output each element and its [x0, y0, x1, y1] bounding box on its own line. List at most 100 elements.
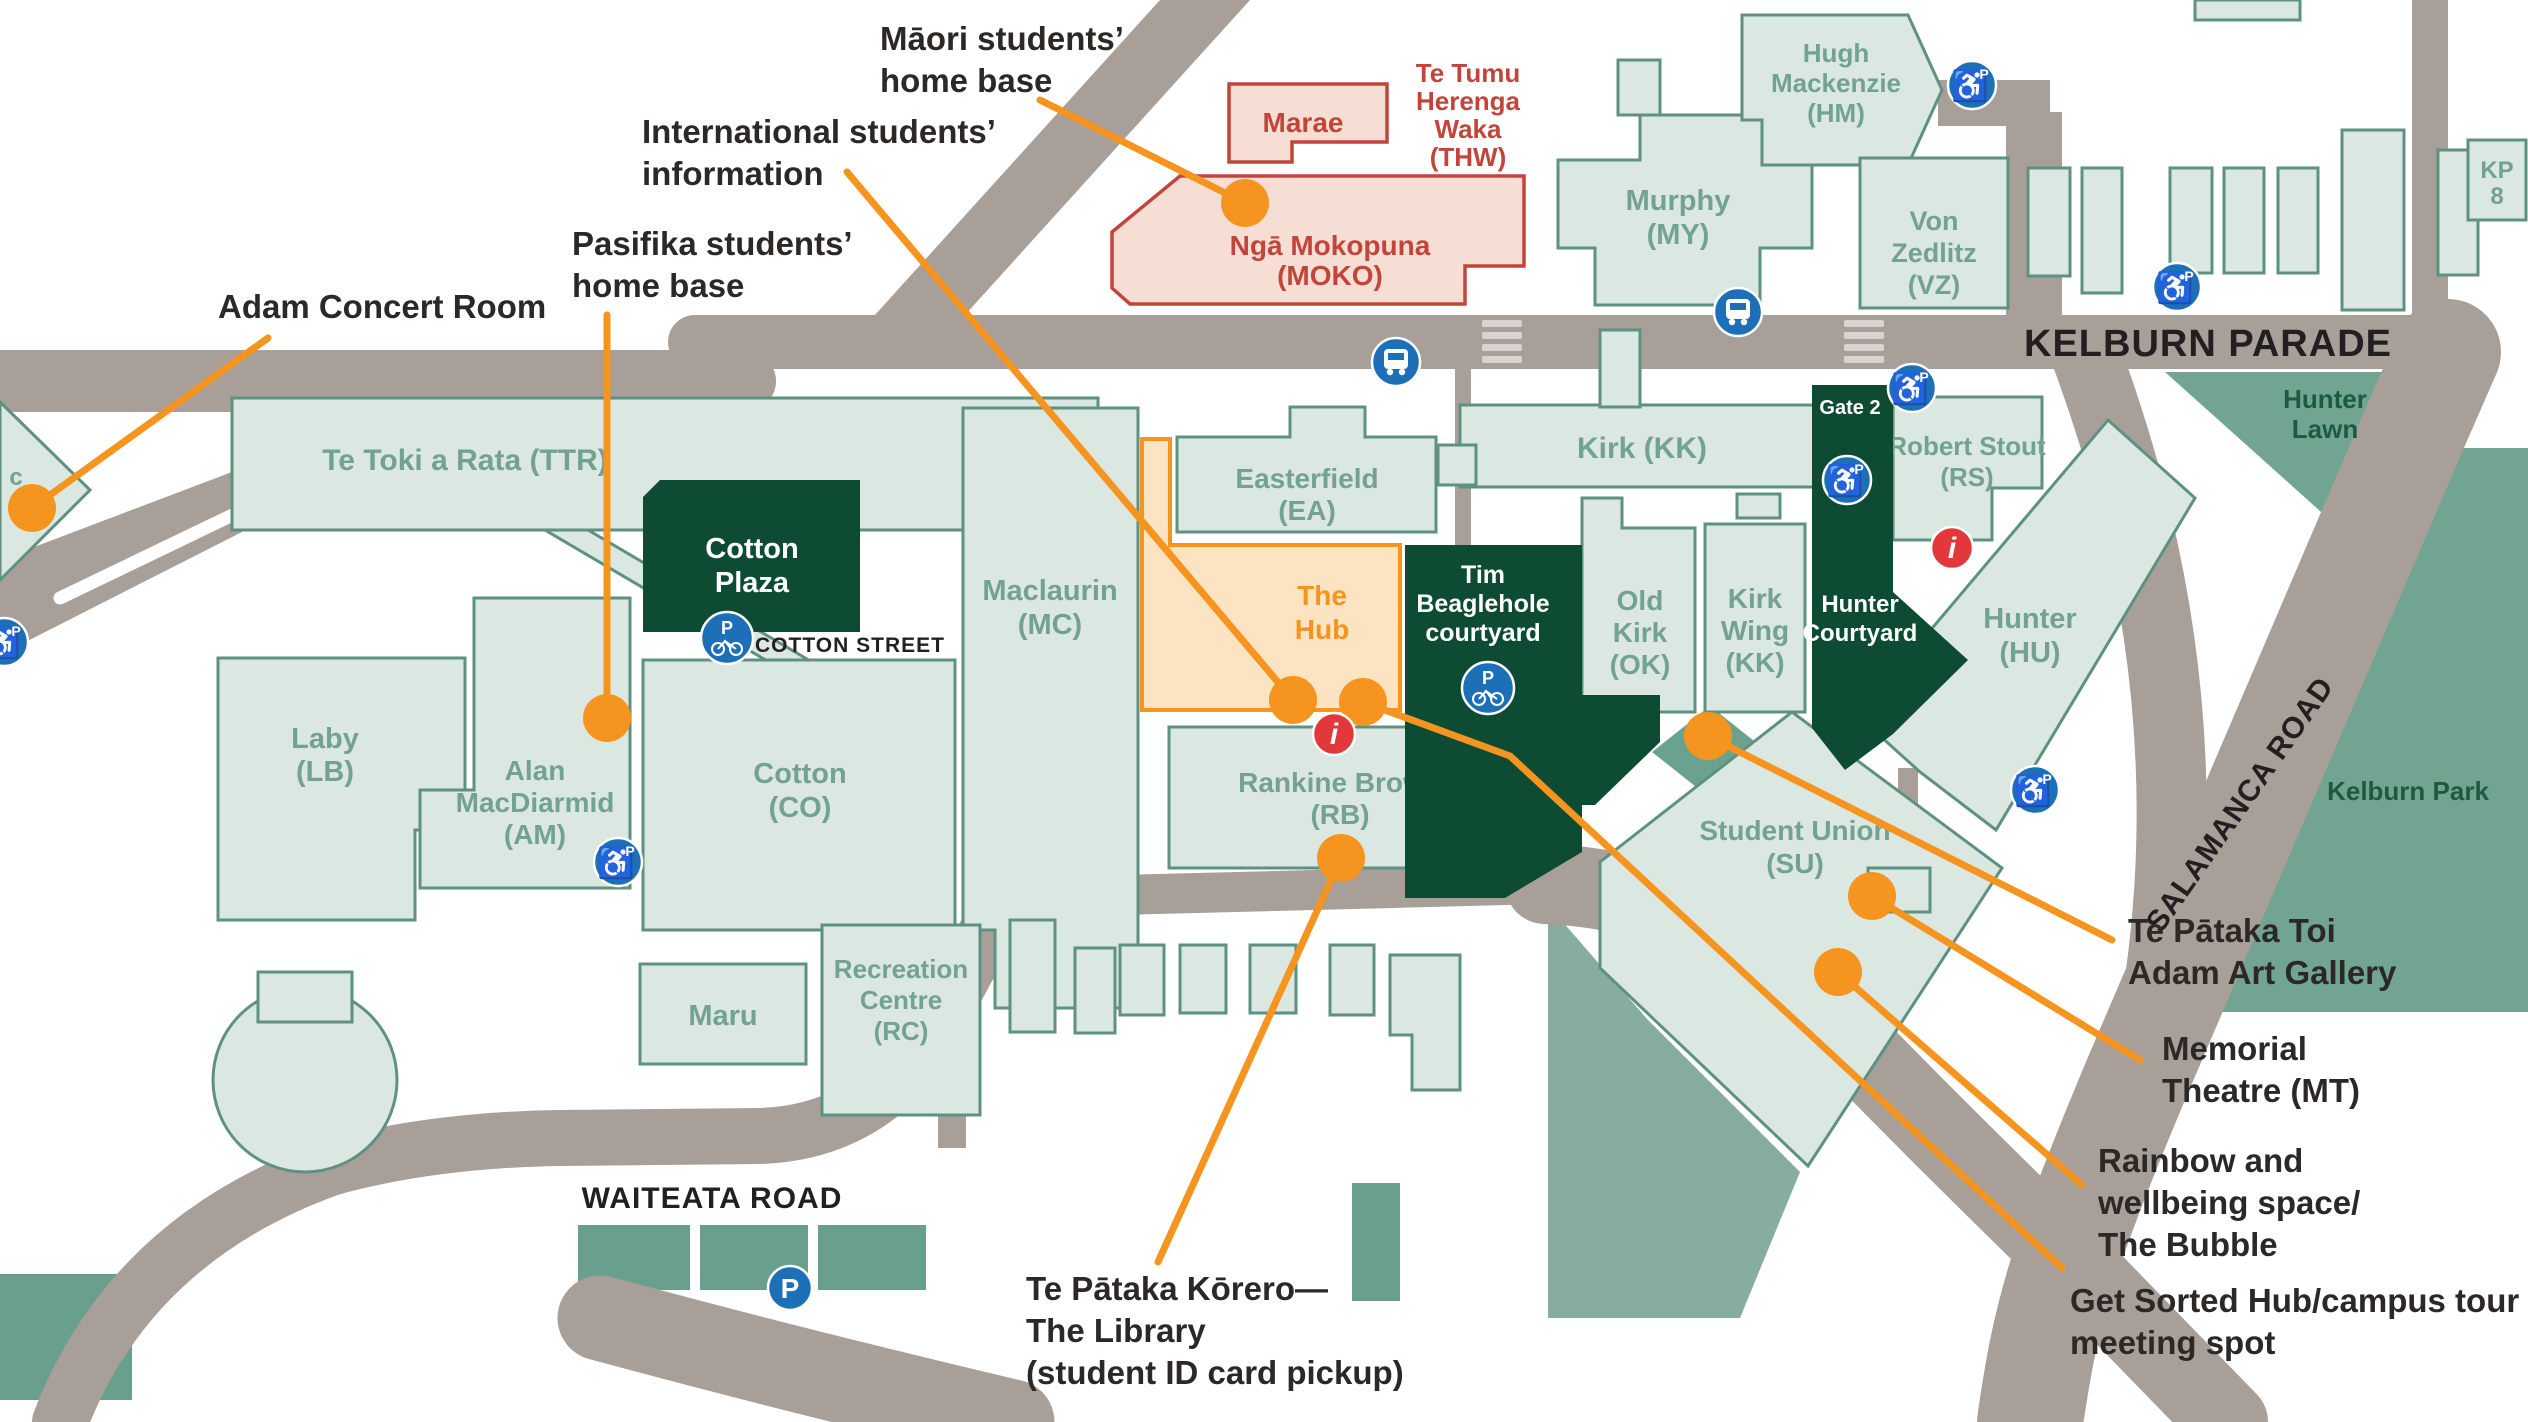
kp-row-2 — [2080, 166, 2124, 295]
annotation-adam-concert-room: Adam Concert Room — [218, 288, 546, 325]
murphy — [1556, 113, 1814, 307]
alan-macdiarmid — [418, 596, 632, 890]
hugh-mackenzie — [1740, 13, 1944, 167]
kirk-wing-connector — [1735, 492, 1782, 520]
line-get-sorted — [1359, 698, 2066, 1272]
small-block-2 — [1073, 946, 1117, 1035]
wheelchair-glyph: ♿ — [2156, 270, 2193, 305]
maclaurin — [961, 406, 1140, 1010]
hunter — [1855, 417, 2197, 833]
kirk-label: Kirk (KK) — [1577, 432, 1707, 465]
kp-row-1 — [2026, 166, 2072, 278]
wheelchair-glyph: ♿ — [597, 845, 634, 880]
marker-library — [1317, 834, 1365, 882]
kp8 — [2466, 138, 2528, 222]
diagonal-road-topleft — [874, 0, 1250, 316]
road-stub-bottom — [557, 1275, 1055, 1422]
kp-row-5 — [2276, 166, 2320, 275]
annotation-pasifika-home-base: Pasifika students’home base — [572, 225, 853, 304]
marker-international-info — [1269, 676, 1317, 724]
cotton-street-label: COTTON STREET — [755, 634, 945, 657]
info-icon-hub: i — [1311, 711, 1357, 757]
easterfield-label: Easterfield(EA) — [1235, 463, 1378, 526]
student-union-label: Student Union(SU) — [1699, 815, 1890, 879]
kirk-wing — [1703, 522, 1807, 714]
tim-beaglehole-courtyard — [1405, 545, 1660, 898]
murphy-connector — [1616, 58, 1662, 117]
wheelchair-glyph: ♿ — [1891, 371, 1928, 406]
annotation-library: Te Pātaka Kōrero—The Library(student ID … — [1026, 1270, 1404, 1391]
annotation-maori-home-base: Māori students’home base — [880, 20, 1124, 99]
cotton-label: Cotton(CO) — [753, 758, 846, 824]
svg-text:P: P — [1854, 461, 1863, 477]
line-rainbow-bubble — [1834, 968, 2086, 1189]
marker-memorial-theatre — [1848, 872, 1896, 920]
marker-adam-concert-room — [8, 484, 56, 532]
svg-text:P: P — [781, 1273, 800, 1304]
annotation-international-info: International students’information — [642, 113, 996, 192]
bus-stop-icon-east — [1712, 286, 1764, 338]
robert-stout-label: Robert Stout(RS) — [1888, 431, 2046, 492]
laby-label: Laby(LB) — [291, 723, 359, 788]
te-toki-a-rata-label: Te Toki a Rata (TTR) — [322, 444, 608, 477]
gate-2: Gate 2 — [1812, 390, 1888, 424]
maru — [638, 962, 808, 1066]
line-adam-concert-room — [28, 334, 272, 512]
svg-text:P: P — [1482, 668, 1494, 688]
svg-text:P: P — [11, 623, 20, 639]
hunter-label: Hunter(HU) — [1983, 603, 2076, 669]
cotton-plaza — [643, 480, 860, 632]
kelburn-park-label: Kelburn Park — [2327, 776, 2489, 806]
marker-pasifika-home-base — [583, 694, 631, 742]
info-icon-hunter: i — [1929, 525, 1975, 571]
kirk-small-block — [1436, 443, 1478, 487]
murphy-label: Murphy(MY) — [1626, 185, 1731, 251]
bus-stop-icon-west — [1370, 336, 1422, 388]
kelburn-parade-label: KELBURN PARADE — [2024, 323, 2392, 365]
accessible-parking-icon-am: ♿P — [592, 836, 644, 888]
svg-text:P: P — [2184, 268, 2193, 284]
marae-label: Marae — [1263, 107, 1344, 138]
sliver-topright — [2193, 0, 2302, 22]
maru-label: Maru — [688, 1000, 757, 1032]
bike-parking-icon-cotton-street: P — [699, 610, 755, 666]
kelburn-park — [2212, 448, 2528, 1012]
the-hub — [1140, 437, 1402, 712]
crosswalk-1 — [1482, 320, 1522, 363]
svg-text:P: P — [625, 843, 634, 859]
green-small-mid — [1352, 1183, 1400, 1301]
student-union — [1598, 710, 2005, 1169]
small-block-4 — [1178, 943, 1228, 1015]
accessible-parking-icon-gate2: ♿P — [1886, 362, 1938, 414]
info-glyph: i — [1948, 532, 1957, 565]
kirk-connector — [1598, 328, 1642, 409]
line-memorial-theatre — [1868, 892, 2144, 1064]
parking-icon-waiteata: P — [766, 1264, 814, 1312]
accessible-parking-icon-left-edge: ♿P — [0, 616, 30, 668]
wheelchair-glyph: ♿ — [0, 625, 21, 660]
small-block-7 — [1388, 953, 1462, 1092]
easterfield — [1175, 405, 1438, 534]
nga-mokopuna — [1110, 174, 1526, 306]
line-library — [1154, 854, 1345, 1266]
marker-art-gallery — [1684, 712, 1732, 760]
accessible-parking-icon-hm: ♿P — [1946, 59, 1998, 111]
marker-get-sorted — [1339, 678, 1387, 726]
kp-row-4 — [2222, 166, 2266, 275]
